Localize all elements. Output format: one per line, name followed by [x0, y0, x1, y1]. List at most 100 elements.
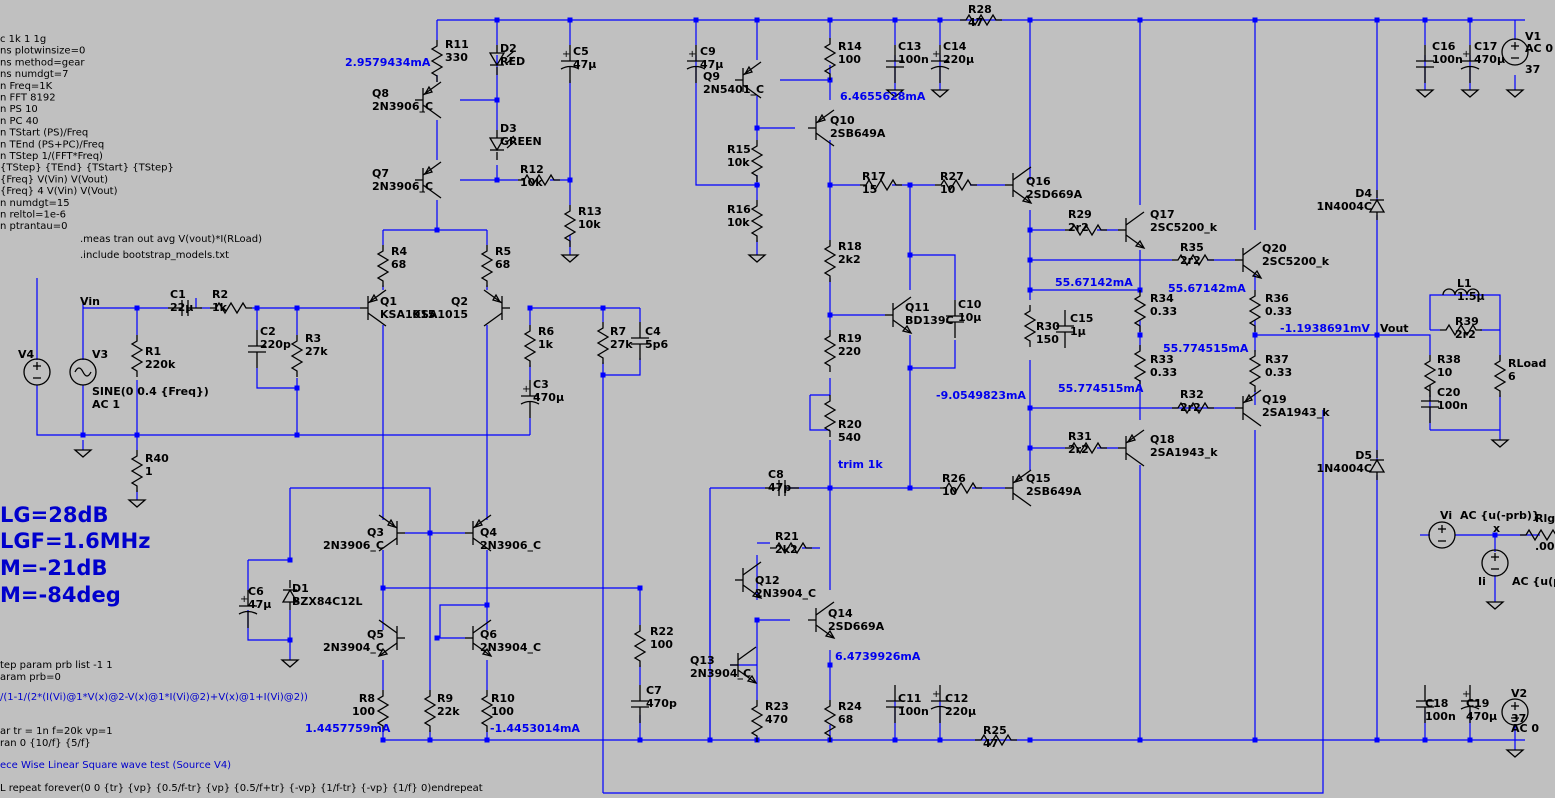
component-r6[interactable]: [523, 325, 537, 367]
component-d1[interactable]: [281, 580, 299, 610]
component-c19[interactable]: +: [1460, 685, 1480, 723]
component-q14[interactable]: [808, 601, 836, 640]
component-r3[interactable]: [290, 335, 304, 377]
component-rload[interactable]: [1493, 355, 1507, 397]
component-r13[interactable]: [563, 205, 577, 247]
component-r32[interactable]: [1172, 401, 1214, 415]
component-r5[interactable]: [480, 245, 494, 287]
component-r10[interactable]: [480, 690, 494, 732]
component-r38[interactable]: [1423, 355, 1437, 397]
component-r28[interactable]: [960, 13, 1002, 27]
component-r23[interactable]: [750, 700, 764, 742]
component-r18[interactable]: [823, 240, 837, 282]
junction-dot: [287, 557, 293, 563]
component-c9[interactable]: +: [686, 45, 706, 83]
component-r11[interactable]: [430, 40, 444, 82]
component-q16[interactable]: [1005, 166, 1033, 205]
component-r8[interactable]: [376, 690, 390, 732]
component-c8[interactable]: [765, 480, 799, 496]
component-r35[interactable]: [1172, 253, 1214, 267]
component-q17[interactable]: [1118, 211, 1146, 250]
component-r14[interactable]: [823, 38, 837, 80]
component-c18[interactable]: [1416, 685, 1434, 723]
component-r22[interactable]: [633, 625, 647, 667]
component-r34[interactable]: [1133, 290, 1147, 332]
component-v2[interactable]: [1501, 698, 1529, 726]
component-r24[interactable]: [823, 700, 837, 742]
component-c2[interactable]: [248, 330, 266, 368]
component-r1[interactable]: [130, 335, 144, 377]
component-q7[interactable]: [415, 161, 442, 199]
component-q1[interactable]: [360, 289, 387, 327]
component-r15[interactable]: [750, 140, 764, 182]
component-r25[interactable]: [975, 733, 1017, 747]
component-r33[interactable]: [1133, 345, 1147, 387]
component-d4[interactable]: [1368, 190, 1386, 220]
component-d2[interactable]: [488, 45, 515, 75]
junction-dot: [1374, 737, 1380, 743]
component-ii[interactable]: [1481, 549, 1509, 577]
component-v4[interactable]: [23, 358, 51, 386]
component-q9[interactable]: [735, 61, 762, 99]
value-label-r39: 2r2: [1455, 328, 1476, 341]
component-q20[interactable]: [1235, 241, 1263, 280]
component-c5[interactable]: +: [560, 45, 580, 83]
component-r31[interactable]: [1065, 441, 1107, 455]
component-r30[interactable]: [1023, 305, 1037, 347]
component-c15[interactable]: [1056, 310, 1074, 348]
component-c1[interactable]: [168, 300, 202, 316]
component-r26[interactable]: [940, 481, 982, 495]
component-q2[interactable]: [483, 289, 510, 327]
component-q15[interactable]: [1005, 469, 1032, 507]
component-q5[interactable]: [377, 619, 405, 658]
component-q3[interactable]: [378, 514, 405, 552]
component-r17[interactable]: [860, 178, 902, 192]
component-r40[interactable]: [130, 450, 144, 492]
component-c11[interactable]: [886, 685, 904, 723]
component-q11[interactable]: [885, 296, 913, 335]
component-r4[interactable]: [376, 245, 390, 287]
component-c6[interactable]: +: [238, 590, 258, 628]
component-d3[interactable]: [488, 130, 515, 160]
component-c12[interactable]: +: [930, 685, 950, 723]
component-r19[interactable]: [823, 330, 837, 372]
component-r9[interactable]: [423, 690, 437, 732]
component-q8[interactable]: [415, 81, 442, 119]
component-rlg[interactable]: [1520, 528, 1555, 542]
component-r12[interactable]: [518, 173, 560, 187]
component-r29[interactable]: [1065, 223, 1107, 237]
component-c17[interactable]: +: [1460, 45, 1480, 83]
component-q19[interactable]: [1235, 389, 1262, 427]
component-r27[interactable]: [935, 178, 977, 192]
component-vi[interactable]: [1428, 521, 1456, 549]
component-c4[interactable]: [631, 322, 649, 360]
ref-label-c15: C15: [1070, 312, 1093, 325]
component-r7[interactable]: [596, 322, 610, 364]
component-c16[interactable]: [1416, 45, 1434, 83]
component-r20[interactable]: [823, 395, 837, 437]
component-r36[interactable]: [1248, 290, 1262, 332]
component-q6[interactable]: [465, 619, 493, 658]
component-c10[interactable]: [946, 300, 964, 338]
component-c13[interactable]: [886, 45, 904, 83]
component-c20[interactable]: [1421, 385, 1439, 423]
component-r37[interactable]: [1248, 350, 1262, 392]
component-r16[interactable]: [750, 200, 764, 242]
component-q13[interactable]: [730, 646, 758, 685]
component-v3[interactable]: [69, 358, 97, 386]
component-r2[interactable]: [210, 301, 252, 315]
component-r21[interactable]: [770, 541, 812, 555]
component-q10[interactable]: [808, 109, 835, 147]
component-l1[interactable]: [1442, 288, 1480, 296]
component-r39[interactable]: [1440, 323, 1482, 337]
component-q18[interactable]: [1118, 429, 1145, 467]
component-v1[interactable]: [1501, 38, 1529, 66]
components[interactable]: + + + + + + + +: [23, 13, 1555, 758]
component-q12[interactable]: [735, 561, 763, 600]
component-q4[interactable]: [465, 514, 492, 552]
component-c14[interactable]: +: [930, 45, 950, 83]
component-d5[interactable]: [1368, 450, 1386, 480]
component-c3[interactable]: +: [520, 380, 540, 418]
component-c7[interactable]: [631, 685, 649, 723]
